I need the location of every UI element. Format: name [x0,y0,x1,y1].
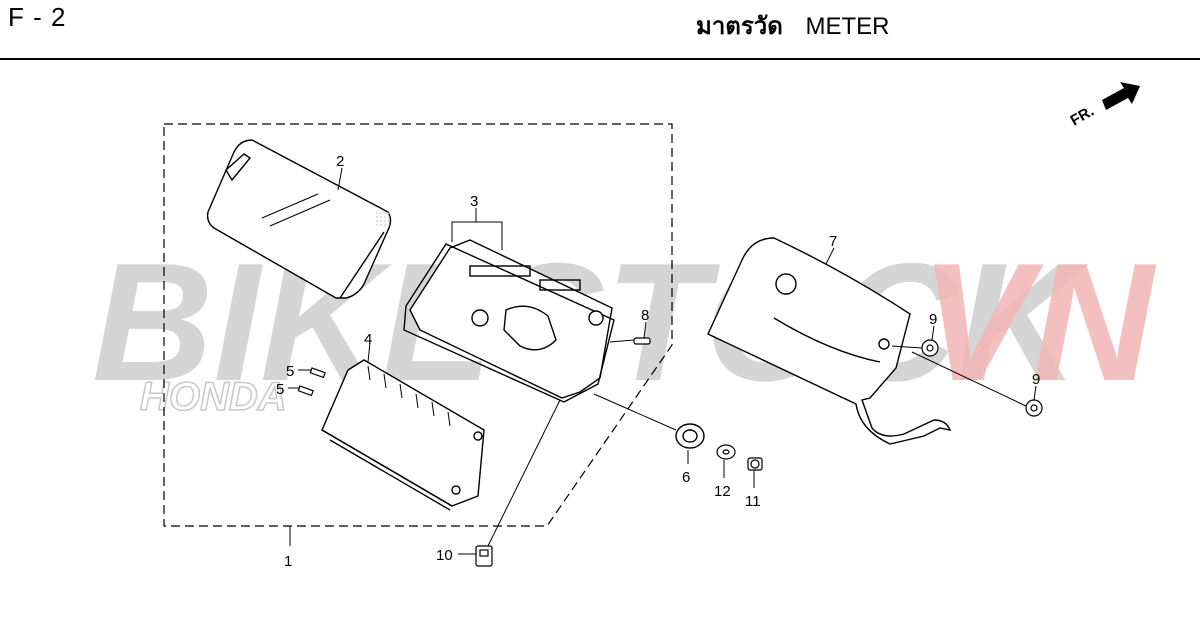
arrow-icon [1102,82,1140,110]
callout-4: 4 [364,331,372,348]
bolts-9 [921,339,1043,417]
callout-9b: 9 [1032,371,1040,388]
callout-12: 12 [714,483,731,500]
callout-labels: 1 2 3 4 5 5 6 7 8 9 9 10 11 12 [276,153,1040,570]
callout-5a: 5 [286,363,294,380]
clip-nut [475,545,493,567]
bolt-11 [747,457,763,471]
leader-lines [288,167,1037,555]
watermark: BIKESTOCK VN HONDA [92,228,1157,420]
meter-panel [707,237,952,445]
assembly-boundary [163,123,673,527]
meter-case [403,239,615,403]
cover-lens [206,139,392,299]
callout-11: 11 [745,493,761,510]
callout-8: 8 [641,307,649,324]
watermark-suffix: VN [920,228,1157,416]
callout-3: 3 [470,193,478,210]
direction-label: FR. [1068,103,1097,130]
callout-9a: 9 [929,311,937,328]
front-direction-indicator: FR. [1068,82,1140,130]
screw-8 [633,337,651,345]
display-unit [321,359,485,511]
page-title: มาตรวัด METER [696,6,890,45]
title-thai: มาตรวัด [696,12,783,40]
callout-1: 1 [284,553,292,570]
page-code: F - 2 [8,2,67,32]
title-english: METER [805,13,890,40]
callout-5b: 5 [276,381,284,398]
grommet [675,423,705,449]
callout-6: 6 [682,469,690,486]
callout-2: 2 [336,153,344,170]
collar [716,444,736,460]
header-bar: F - 2 มาตรวัด METER [0,0,1200,60]
callout-10: 10 [436,547,453,564]
callout-7: 7 [829,233,837,250]
watermark-sub: HONDA [140,375,287,419]
